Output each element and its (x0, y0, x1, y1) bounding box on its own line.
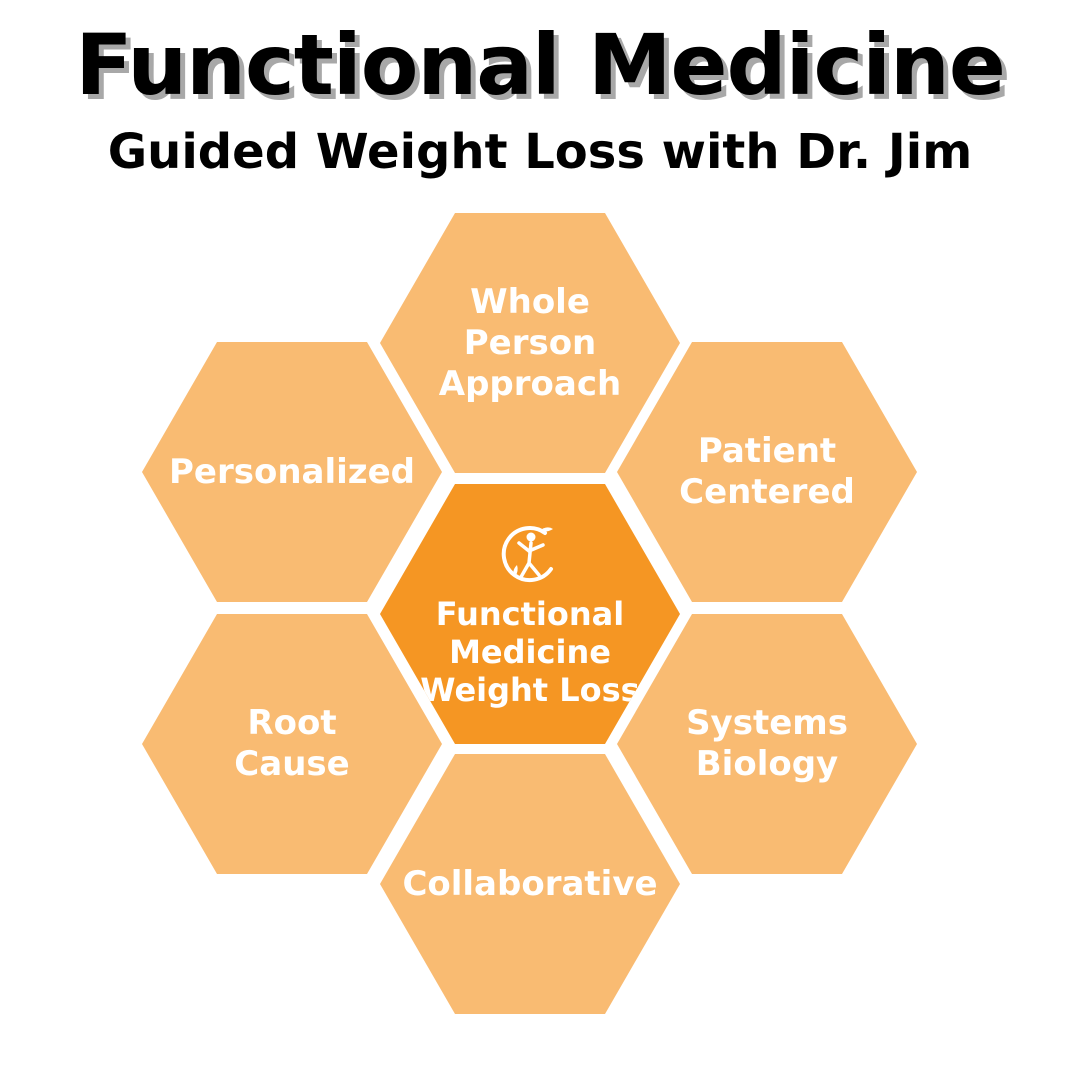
hexagon-label: Functional Medicine Weight Loss (420, 595, 640, 709)
hexagon-root-cause: Root Cause (142, 614, 442, 874)
hexagon-center-functional-medicine-weight-loss: Functional Medicine Weight Loss (380, 484, 680, 744)
hexagon-collaborative: Collaborative (380, 754, 680, 1014)
leaf-figure-logo-icon (501, 526, 553, 583)
page-title: Functional Medicine (75, 16, 1006, 114)
hexagon-whole-person-approach: Whole Person Approach (380, 213, 680, 473)
hexagon-label: Whole Person Approach (438, 281, 622, 404)
hexagon-patient-centered: Patient Centered (617, 342, 917, 602)
hexagon-label: Personalized (169, 451, 415, 492)
hexagon-label: Root Cause (234, 703, 350, 784)
hexagon-label: Collaborative (402, 863, 658, 904)
hexagon-label: Systems Biology (686, 703, 848, 784)
page-subtitle: Guided Weight Loss with Dr. Jim (107, 124, 973, 180)
hexagon-personalized: Personalized (142, 342, 442, 602)
hexagon-systems-biology: Systems Biology (617, 614, 917, 874)
hexagon-label: Patient Centered (679, 431, 855, 512)
